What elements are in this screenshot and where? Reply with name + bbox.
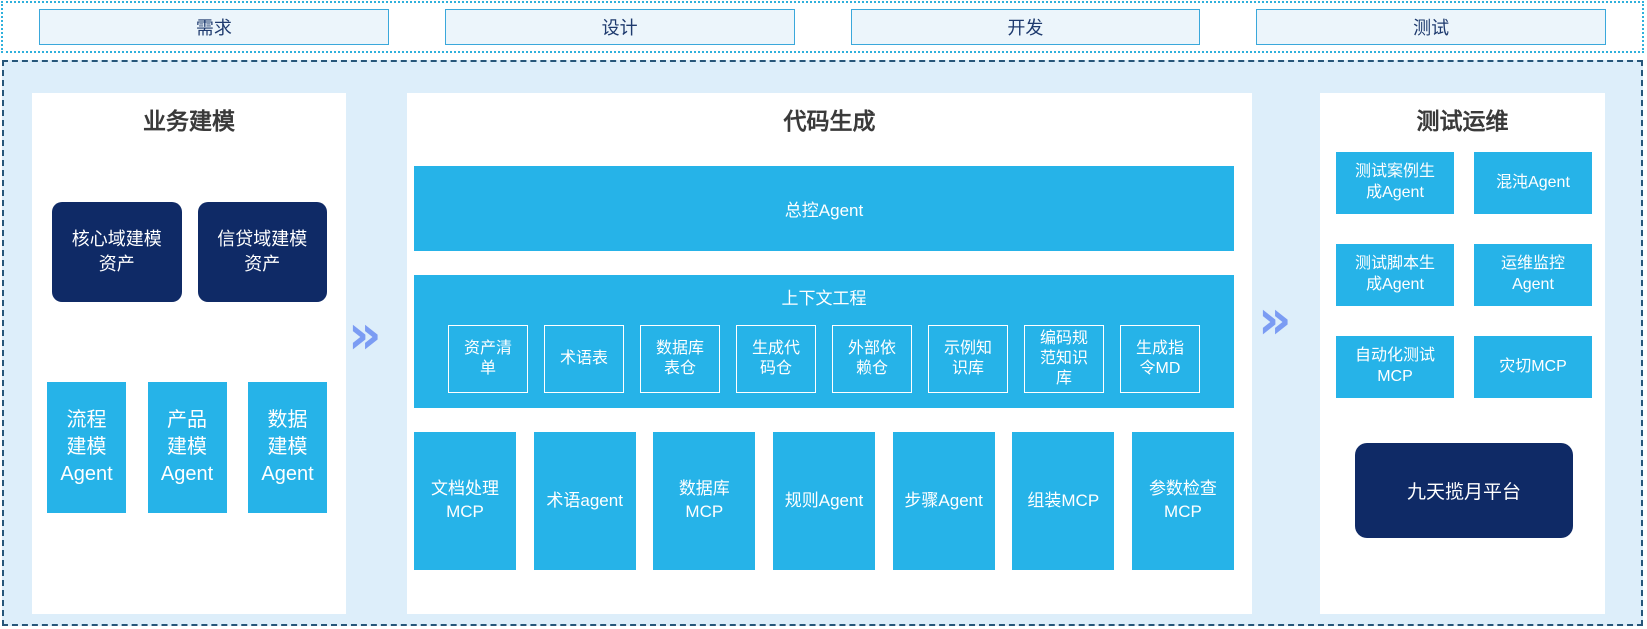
box-glossary: 术语表	[544, 325, 624, 393]
box-core-domain-assets: 核心域建模 资产	[52, 202, 182, 302]
box-assembly-mcp: 组装MCP	[1012, 432, 1115, 570]
box-product-modeling-agent: 产品 建模 Agent	[147, 382, 227, 513]
panel-title: 测试运维	[1416, 108, 1509, 134]
box-doc-processing-mcp: 文档处理 MCP	[414, 432, 516, 570]
panel-test-ops: 测试运维 测试案例生 成Agent 混沌Agent 测试脚本生 成Agent 运…	[1320, 93, 1605, 614]
test-ops-grid: 测试案例生 成Agent 混沌Agent 测试脚本生 成Agent 运维监控 A…	[1336, 152, 1592, 398]
box-rules-agent: 规则Agent	[772, 432, 875, 570]
box-asset-list: 资产清 单	[448, 325, 528, 393]
box-generated-code-repo: 生成代 码仓	[736, 325, 816, 393]
box-automated-test-mcp: 自动化测试 MCP	[1336, 336, 1454, 398]
main-area: 业务建模 核心域建模 资产 信贷域建模 资产 流程 建模 Agent 产品 建模…	[2, 60, 1643, 626]
asset-box-row: 核心域建模 资产 信贷域建模 资产	[52, 202, 327, 302]
context-engineering-title: 上下文工程	[781, 289, 867, 308]
panel-code-generation: 代码生成 总控Agent 上下文工程 资产清 单 术语表 数据库 表仓 生成代 …	[407, 93, 1252, 614]
box-chaos-agent: 混沌Agent	[1474, 152, 1592, 214]
panel-business-modeling: 业务建模 核心域建模 资产 信贷域建模 资产 流程 建模 Agent 产品 建模…	[32, 93, 346, 614]
phase-development: 开发	[850, 9, 1201, 45]
box-credit-domain-assets: 信贷域建模 资产	[197, 202, 327, 302]
box-master-agent: 总控Agent	[414, 166, 1234, 251]
box-disaster-switch-mcp: 灾切MCP	[1474, 336, 1592, 398]
box-coding-standard-kb: 编码规 范知识 库	[1024, 325, 1104, 393]
box-external-deps-repo: 外部依 赖仓	[832, 325, 912, 393]
phase-requirements: 需求	[39, 9, 389, 45]
box-param-check-mcp: 参数检查 MCP	[1131, 432, 1234, 570]
phase-strip: 需求 设计 开发 测试	[1, 1, 1644, 53]
box-db-table-repo: 数据库 表仓	[640, 325, 720, 393]
mcp-box-row: 文档处理 MCP 术语agent 数据库 MCP 规则Agent 步骤Agent…	[414, 432, 1234, 570]
box-jiutian-lanyue-platform: 九天揽月平台	[1355, 443, 1573, 538]
box-test-script-gen-agent: 测试脚本生 成Agent	[1336, 244, 1454, 306]
box-generated-instruction-md: 生成指 令MD	[1120, 325, 1200, 393]
box-process-modeling-agent: 流程 建模 Agent	[47, 382, 126, 513]
chevron-right-icon: »	[348, 303, 382, 367]
modeling-agent-row: 流程 建模 Agent 产品 建模 Agent 数据 建模 Agent	[47, 382, 327, 513]
phase-testing: 测试	[1256, 9, 1606, 45]
box-steps-agent: 步骤Agent	[892, 432, 995, 570]
panel-title: 代码生成	[783, 108, 876, 134]
box-test-case-gen-agent: 测试案例生 成Agent	[1336, 152, 1454, 214]
box-terminology-agent: 术语agent	[533, 432, 636, 570]
box-database-mcp: 数据库 MCP	[653, 432, 756, 570]
phase-design: 设计	[444, 9, 795, 45]
chevron-right-icon: »	[1258, 288, 1292, 352]
box-example-knowledge-base: 示例知 识库	[928, 325, 1008, 393]
box-data-modeling-agent: 数据 建模 Agent	[248, 382, 327, 513]
box-ops-monitoring-agent: 运维监控 Agent	[1474, 244, 1592, 306]
context-engineering-section: 上下文工程 资产清 单 术语表 数据库 表仓 生成代 码仓 外部依 赖仓 示例知…	[414, 275, 1234, 408]
context-box-row: 资产清 单 术语表 数据库 表仓 生成代 码仓 外部依 赖仓 示例知 识库 编码…	[414, 325, 1234, 393]
panel-title: 业务建模	[143, 108, 235, 134]
